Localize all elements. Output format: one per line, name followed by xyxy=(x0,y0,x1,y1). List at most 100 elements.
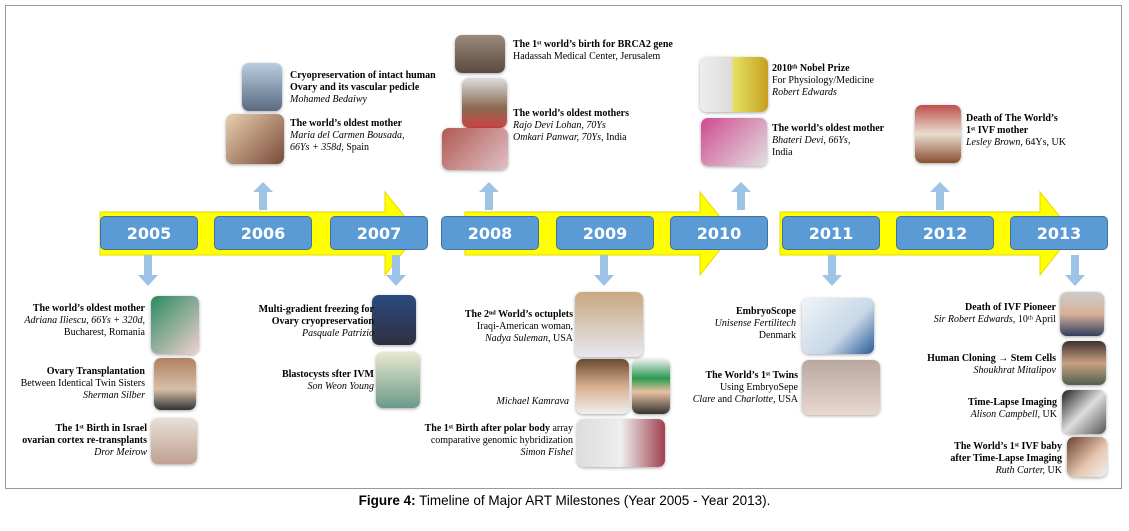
event-subtitle: comparative genomic hybridization xyxy=(430,435,573,446)
event-person: Robert Edwards xyxy=(772,87,837,98)
event-embryoscope: EmbryoScope Unisense Fertilitech Denmark xyxy=(715,306,796,342)
down-arrow-2013 xyxy=(1065,255,1085,286)
event-title: Ovary cryopreservation xyxy=(271,316,374,327)
event-title: Multi-gradient freezing for xyxy=(258,304,374,315)
down-arrow-2009 xyxy=(594,255,614,286)
photo-bhateri-devi xyxy=(701,118,767,166)
event-title: Ovary and its vascular pedicle xyxy=(290,82,420,93)
event-subtitle: Iraqi-American woman, xyxy=(476,321,573,332)
event-title: Human Cloning → Stem Cells xyxy=(927,353,1056,364)
event-octuplets: The 2ⁿᵈ World’s octuplets Iraqi-American… xyxy=(465,309,573,345)
photo-octuplets xyxy=(575,292,643,357)
event-person: Alison Campbell, xyxy=(970,409,1041,420)
event-silber: Ovary Transplantation Between Identical … xyxy=(21,366,145,402)
event-title: The 1ˢᵗ Birth after polar body xyxy=(424,423,550,434)
event-person: Omkari Panwar, 70Ys, xyxy=(513,132,604,143)
photo-pregnant-woman xyxy=(632,359,670,414)
photo-ruth-carter xyxy=(1067,437,1107,477)
event-title: Death of The World’s xyxy=(966,113,1058,124)
year-2008: 2008 xyxy=(441,216,539,250)
photo-twins xyxy=(802,360,880,415)
event-campbell: Time-Lapse Imaging Alison Campbell, UK xyxy=(968,397,1057,421)
event-person: Clare xyxy=(692,394,716,405)
event-title: EmbryoScope xyxy=(736,306,796,317)
event-age: 66Ys + 358d, xyxy=(290,142,344,153)
event-date: 10ᵗʰ April xyxy=(1015,314,1056,325)
event-twins: The World’s 1ˢᵗ Twins Using EmbryoSepe C… xyxy=(693,370,798,406)
event-nobel: 2010ᵗʰ Nobel Prize For Physiology/Medici… xyxy=(772,63,874,99)
photo-robert-edwards xyxy=(1060,292,1104,336)
event-title: The World’s 1ˢᵗ IVF baby xyxy=(954,441,1062,452)
event-title: ovarian cortex re-transplants xyxy=(22,435,147,446)
year-2013: 2013 xyxy=(1010,216,1108,250)
event-person: Mohamed Bedaiwy xyxy=(290,94,367,105)
event-title: after Time-Lapse Imaging xyxy=(950,453,1062,464)
event-title: 2010ᵗʰ Nobel Prize xyxy=(772,63,850,74)
event-title: Time-Lapse Imaging xyxy=(968,397,1057,408)
photo-shoukhrat-mitalipov xyxy=(1062,341,1106,385)
photo-simon-fishel xyxy=(577,419,665,467)
event-kamrava: Michael Kamrava xyxy=(497,396,570,408)
event-place: UK xyxy=(1045,465,1062,476)
event-title: The world’s oldest mother xyxy=(290,118,403,129)
caption-label: Figure 4: xyxy=(358,493,416,508)
photo-nobel-edwards xyxy=(700,57,768,112)
event-place: Hadassah Medical Center, Jerusalem xyxy=(513,51,661,62)
event-subtitle: Using EmbryoSepe xyxy=(719,382,798,393)
event-person: Lesley Brown, xyxy=(966,137,1023,148)
photo-rajo-devi xyxy=(462,78,507,128)
event-title: The world’s oldest mothers xyxy=(513,108,630,119)
event-title: The world’s oldest mother xyxy=(772,123,885,134)
event-patrizio: Multi-gradient freezing for Ovary cryopr… xyxy=(259,304,374,340)
event-person: Pasquale Patrizio xyxy=(302,328,374,339)
photo-embryoscope xyxy=(802,298,874,354)
photo-lesley-brown xyxy=(915,105,961,163)
photo-alison-campbell xyxy=(1062,390,1106,434)
event-meirow: The 1ˢᵗ Birth in Israel ovarian cortex r… xyxy=(22,423,147,459)
year-2012: 2012 xyxy=(896,216,994,250)
event-title: Cryopreservation of intact human xyxy=(290,70,436,81)
photo-sherman-silber xyxy=(154,358,196,410)
event-title: The World’s 1ˢᵗ Twins xyxy=(705,370,798,381)
event-adriana: The world’s oldest mother Adriana Iliesc… xyxy=(24,303,145,339)
year-2010: 2010 xyxy=(670,216,768,250)
event-place: Denmark xyxy=(758,330,796,341)
event-place: 64Ys, UK xyxy=(1022,137,1066,148)
figure-caption: Figure 4: Timeline of Major ART Mileston… xyxy=(0,493,1129,508)
event-person: Nadya Suleman, xyxy=(484,333,551,344)
event-title: The 2ⁿᵈ World’s octuplets xyxy=(464,309,573,320)
event-lesley-brown: Death of The World’s 1ˢᵗ IVF mother Lesl… xyxy=(966,113,1066,149)
photo-pasquale-patrizio xyxy=(372,295,416,345)
event-brca: The 1ˢᵗ world’s birth for BRCA2 gene Had… xyxy=(513,39,673,63)
event-person: Sherman Silber xyxy=(83,390,145,401)
event-person: Adriana Iliescu, 66Ys + 320d, xyxy=(24,315,145,326)
year-2007: 2007 xyxy=(330,216,428,250)
event-title: Ovary Transplantation xyxy=(46,366,145,377)
event-bedaiwy: Cryopreservation of intact human Ovary a… xyxy=(290,70,436,106)
event-title: 1ˢᵗ IVF mother xyxy=(966,125,1029,136)
up-arrow-2010 xyxy=(731,182,751,210)
event-person: Son Weon Young xyxy=(307,381,375,392)
up-arrow-2012 xyxy=(930,182,950,210)
event-ruth-carter: The World’s 1ˢᵗ IVF baby after Time-Laps… xyxy=(950,441,1062,477)
event-person: Dror Meirow xyxy=(94,447,147,458)
up-arrow-2006 xyxy=(253,182,273,210)
event-person: Rajo Devi Lohan, 70Ys xyxy=(513,120,606,131)
event-india-2008: The world’s oldest mothers Rajo Devi Loh… xyxy=(513,108,629,144)
event-company: Unisense Fertilitech xyxy=(714,318,796,329)
photo-bousada xyxy=(226,114,284,164)
photo-hadassah xyxy=(455,35,505,73)
year-2005: 2005 xyxy=(100,216,198,250)
event-place: UK xyxy=(1040,409,1057,420)
year-2011: 2011 xyxy=(782,216,880,250)
year-2006: 2006 xyxy=(214,216,312,250)
event-bousada: The world’s oldest mother Maria del Carm… xyxy=(290,118,404,154)
photo-bedaiwy xyxy=(242,63,282,111)
down-arrow-2011 xyxy=(822,255,842,286)
photo-son-weon-young xyxy=(376,352,420,408)
event-title: The world’s oldest mother xyxy=(32,303,145,314)
event-person: Bhateri Devi, 66Ys, xyxy=(772,135,851,146)
event-person: Ruth Carter, xyxy=(995,465,1046,476)
photo-omkari-panwar xyxy=(442,128,508,170)
event-person: Sir Robert Edwards, xyxy=(933,314,1016,325)
